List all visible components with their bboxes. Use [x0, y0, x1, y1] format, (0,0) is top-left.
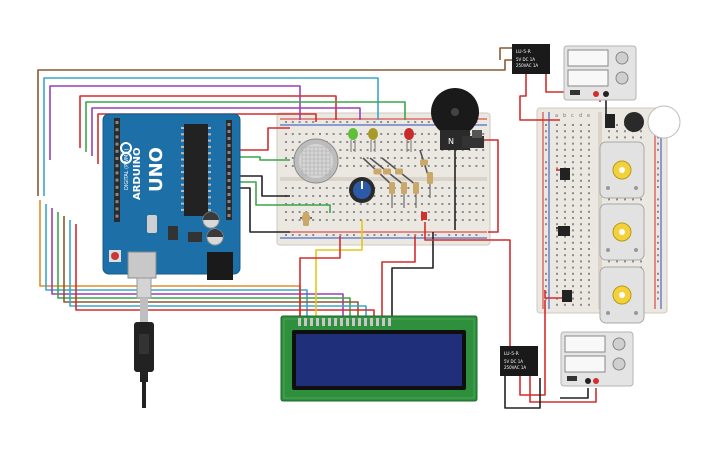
power-supply-bottom	[560, 331, 634, 387]
wire-red-lcd2	[381, 236, 416, 318]
wire-black-psu-bottom	[560, 388, 589, 399]
arduino-uno: ARDUINO UNO DIGITAL (PWM~)	[102, 113, 241, 280]
wire-red-arduino-bb	[236, 127, 290, 151]
svg-text:N: N	[448, 137, 454, 146]
diode-1	[560, 168, 570, 180]
arduino-logo-icon	[120, 142, 132, 164]
relay-top-line3: 250VAC 1A	[516, 63, 538, 68]
row-letter: c	[571, 113, 574, 119]
wire-cyan-lcd	[45, 204, 308, 318]
wire-brown-top	[37, 59, 514, 196]
usb-plug-icon	[134, 277, 154, 408]
relay-bottom: LU-5-R 5V DC 1A 250VAC 1A	[500, 346, 538, 376]
wire-red-relay-bottom	[424, 222, 511, 355]
motors	[599, 141, 645, 324]
wire-black-gnd	[236, 187, 290, 233]
row-letter: a	[555, 113, 558, 119]
relay-top-line1: LU-5-R	[516, 49, 531, 55]
wire-black-arduino-bb	[236, 175, 290, 197]
gas-sensor-icon	[293, 138, 339, 184]
wire-red-relay-bb	[519, 300, 546, 396]
wire-black-lcd	[391, 232, 434, 318]
wire-green-lcd	[57, 212, 351, 318]
lcd-display	[280, 315, 478, 402]
switch-icon	[605, 105, 681, 139]
dc-motor-icon	[599, 141, 645, 199]
relay-top-line2: 5V DC 1A	[516, 57, 535, 62]
relay-bottom-line2: 5V DC 1A	[504, 359, 523, 364]
lcd-screen	[296, 334, 462, 386]
row-letter: e	[587, 113, 590, 119]
wire-cyan-top	[43, 77, 379, 196]
wire-red-lcd	[75, 224, 375, 318]
dc-motor-icon	[599, 203, 645, 261]
wire-purple-top2	[91, 107, 361, 156]
wire-green-arduino-bb	[236, 156, 290, 161]
resistors	[300, 149, 433, 226]
wire-green-top	[85, 101, 406, 152]
wire-red-relay-psu2	[529, 370, 597, 403]
wire-purple-top	[49, 85, 301, 160]
wire-red-relay-top	[519, 74, 560, 121]
arduino-digital-label: DIGITAL (PWM~)	[124, 148, 130, 190]
relay-bottom-line1: LU-5-R	[504, 351, 519, 357]
relay-bottom-line3: 250VAC 1A	[504, 365, 526, 370]
wire-green-pot	[236, 181, 331, 213]
wire-cyan-lcd2	[69, 220, 367, 318]
wire-yellow-lcd	[315, 220, 363, 318]
diode-3	[562, 290, 572, 302]
wire-red-lcd-power	[299, 236, 341, 318]
arduino-model-label: ARDUINO	[132, 148, 143, 200]
wire-black-relay-bottom	[504, 375, 541, 409]
arduino-brand-label: UNO	[146, 147, 167, 192]
power-supply-top	[563, 45, 637, 101]
led-yellow	[368, 128, 378, 152]
wire-brown-relay	[499, 47, 512, 60]
led-red	[404, 128, 414, 152]
row-letter: b	[563, 113, 566, 119]
potentiometer-icon	[349, 177, 375, 203]
relay-top: LU-5-R 5V DC 1A 250VAC 1A	[512, 44, 550, 74]
diode-2	[558, 226, 570, 236]
row-letter: d	[579, 113, 582, 119]
transistor-icon	[462, 130, 484, 148]
led-green	[348, 128, 358, 152]
small-led	[421, 212, 427, 220]
dc-motor-icon	[599, 266, 645, 324]
